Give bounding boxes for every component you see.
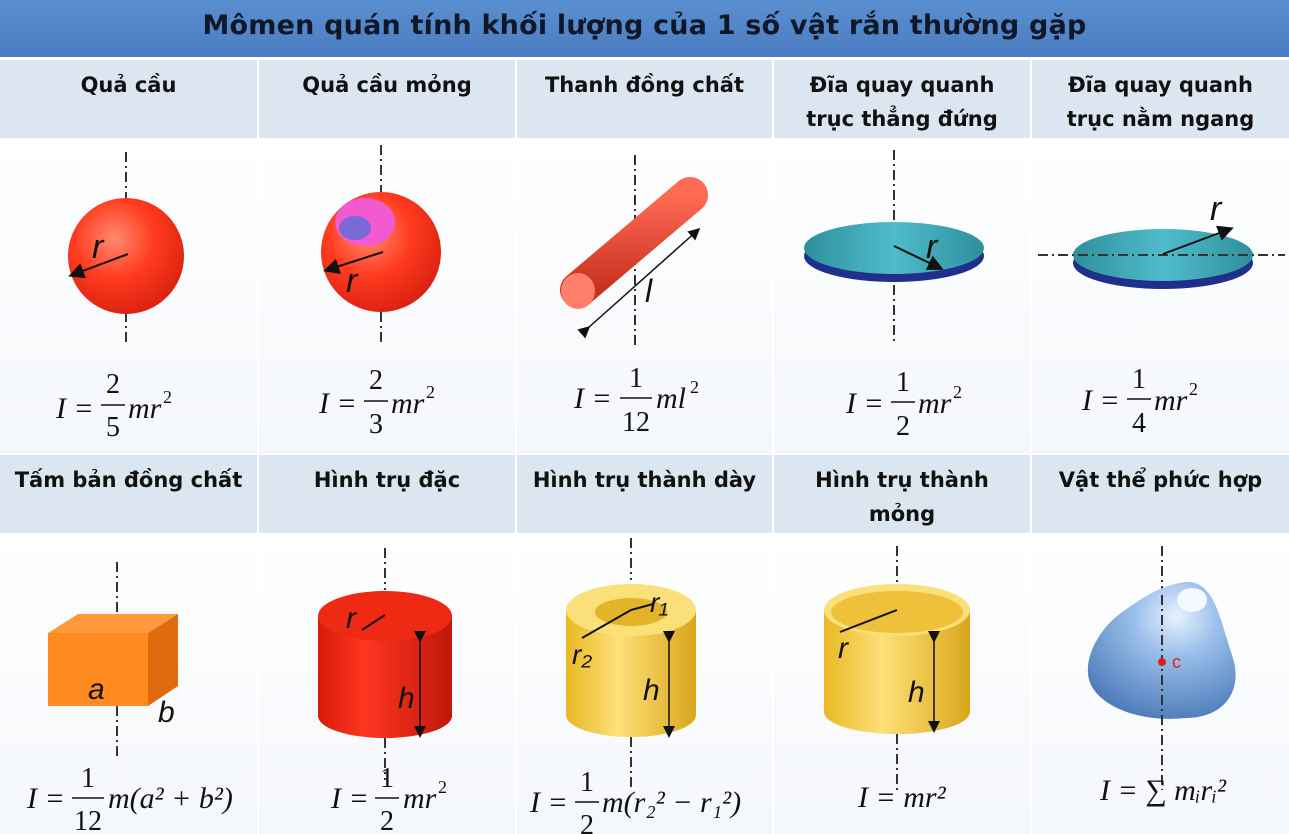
side-b-label: b xyxy=(158,696,175,729)
svg-text:mr: mr xyxy=(1154,384,1188,417)
divider xyxy=(0,533,1289,535)
svg-text:1: 1 xyxy=(896,367,910,398)
svg-text:2: 2 xyxy=(163,387,172,407)
header-band-row2 xyxy=(0,455,1289,533)
svg-text:I =: I = xyxy=(55,392,94,425)
svg-text:12: 12 xyxy=(74,806,102,834)
header-solid-cylinder: Hình trụ đặc xyxy=(313,468,461,492)
formula-disc-vertical: I = 1 2 mr 2 xyxy=(845,367,962,442)
disc-vertical-figure: r xyxy=(804,150,984,345)
header-plate: Tấm bản đồng chất xyxy=(14,468,243,492)
title-bar xyxy=(0,0,1289,57)
header-composite: Vật thể phức hợp xyxy=(1058,468,1263,492)
divider xyxy=(0,453,1289,455)
svg-text:12: 12 xyxy=(622,407,650,438)
height-label: h xyxy=(643,674,660,707)
thick-cylinder-figure: r₁ r₂ h xyxy=(566,538,696,790)
svg-text:I =: I = xyxy=(318,387,357,420)
side-a-label: a xyxy=(88,673,105,706)
svg-text:mr: mr xyxy=(918,387,952,420)
svg-text:I = ∑ mᵢrᵢ²: I = ∑ mᵢrᵢ² xyxy=(1099,774,1227,807)
svg-text:mr: mr xyxy=(391,387,425,420)
formula-rod: I = 1 12 ml 2 xyxy=(573,363,699,438)
svg-text:I =: I = xyxy=(573,382,612,415)
height-label: h xyxy=(908,676,925,709)
svg-text:2: 2 xyxy=(438,777,447,797)
svg-text:1: 1 xyxy=(380,763,394,794)
formula-thin-shell: I = 2 3 mr 2 xyxy=(318,365,435,440)
divider xyxy=(257,60,259,834)
divider xyxy=(772,60,774,834)
svg-text:mr: mr xyxy=(128,392,162,425)
center-label: c xyxy=(1172,652,1181,672)
svg-text:ml: ml xyxy=(656,382,686,415)
solid-cylinder-figure: r h xyxy=(318,548,452,780)
header-band-row1 xyxy=(0,60,1289,138)
svg-text:1: 1 xyxy=(1132,364,1146,395)
svg-text:2: 2 xyxy=(369,365,383,396)
radius-label: r xyxy=(346,262,359,300)
svg-text:I =: I = xyxy=(26,782,65,815)
svg-text:I =: I = xyxy=(529,786,568,819)
svg-text:1: 1 xyxy=(81,763,95,794)
svg-text:I =: I = xyxy=(330,782,369,815)
header-thin-shell: Quả cầu mỏng xyxy=(302,73,472,97)
composite-body-figure: c xyxy=(1087,546,1236,790)
header-thick-cylinder: Hình trụ thành dày xyxy=(532,468,757,492)
svg-text:I =: I = xyxy=(1081,384,1120,417)
formula-thin-cylinder: I = mr² xyxy=(857,781,947,814)
height-label: h xyxy=(398,682,415,715)
radius-label: r xyxy=(926,228,939,266)
radius-label: r xyxy=(838,632,849,665)
formula-thick-cylinder: I = 1 2 m(r₂² − r₁²) xyxy=(529,767,741,834)
length-label: l xyxy=(645,273,653,309)
svg-text:2: 2 xyxy=(580,810,594,834)
thin-cylinder-figure: r h xyxy=(824,546,970,790)
svg-text:I =: I = xyxy=(845,387,884,420)
formula-sphere: I = 2 5 mr 2 xyxy=(55,369,172,443)
formula-solid-cylinder: I = 1 2 mr 2 xyxy=(330,763,447,834)
divider xyxy=(515,60,517,834)
svg-text:5: 5 xyxy=(106,412,120,443)
formula-composite: I = ∑ mᵢrᵢ² xyxy=(1099,774,1227,807)
svg-text:m(r₂² − r₁²): m(r₂² − r₁²) xyxy=(602,786,741,819)
svg-text:2: 2 xyxy=(1189,379,1198,399)
outer-radius-label: r₂ xyxy=(572,639,592,670)
svg-text:2: 2 xyxy=(426,382,435,402)
svg-text:4: 4 xyxy=(1132,408,1146,439)
divider xyxy=(0,138,1289,140)
svg-text:1: 1 xyxy=(629,363,643,394)
header-sphere: Quả cầu xyxy=(80,73,177,97)
plate-figure: a b xyxy=(48,562,178,760)
page-title: Mômen quán tính khối lượng của 1 số vật … xyxy=(202,10,1087,41)
formula-disc-horizontal: I = 1 4 mr 2 xyxy=(1081,364,1198,439)
radius-label: r xyxy=(1210,190,1223,228)
svg-text:2: 2 xyxy=(106,369,120,400)
svg-text:mr: mr xyxy=(403,782,437,815)
svg-text:2: 2 xyxy=(953,382,962,402)
svg-text:2: 2 xyxy=(896,411,910,442)
rod-figure: l xyxy=(560,155,708,345)
inner-radius-label: r₁ xyxy=(650,587,668,618)
svg-text:I = mr²: I = mr² xyxy=(857,781,947,814)
svg-text:m(a² + b²): m(a² + b²) xyxy=(108,782,233,815)
solid-sphere-figure: r xyxy=(68,152,184,345)
formula-plate: I = 1 12 m(a² + b²) xyxy=(26,763,233,834)
radius-label: r xyxy=(92,228,105,266)
svg-text:2: 2 xyxy=(380,806,394,834)
svg-text:2: 2 xyxy=(690,377,699,397)
thin-shell-figure: r xyxy=(321,145,441,345)
divider xyxy=(1030,60,1032,834)
header-rod: Thanh đồng chất xyxy=(544,73,745,97)
disc-horizontal-figure: r xyxy=(1038,190,1285,289)
svg-text:1: 1 xyxy=(580,767,594,798)
radius-label: r xyxy=(346,602,357,635)
svg-text:3: 3 xyxy=(369,409,383,440)
